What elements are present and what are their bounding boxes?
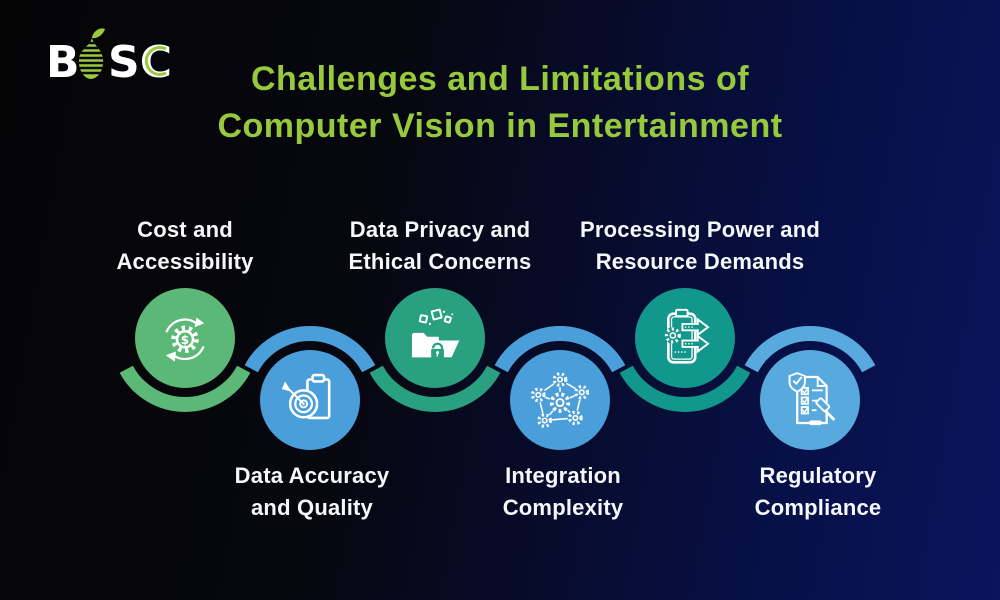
label-privacy: Data Privacy and Ethical Concerns — [290, 214, 590, 278]
logo-c-crescent — [144, 46, 167, 76]
label-integration-line2: Complexity — [502, 495, 624, 520]
wave-arc-accuracy — [244, 326, 376, 373]
title-line-2: Computer Vision in Entertainment — [217, 107, 783, 145]
gear-center — [549, 391, 571, 414]
label-processing-line2: Resource Demands — [595, 249, 805, 274]
wave-arcs — [119, 326, 876, 412]
gear-nodes — [530, 371, 590, 429]
label-regulatory-line2: Compliance — [754, 495, 882, 520]
label-privacy-line1: Data Privacy and — [349, 217, 531, 242]
lock-shackle-icon — [431, 342, 444, 351]
label-integration-line1: Integration — [505, 463, 621, 488]
label-accuracy-line1: Data Accuracy — [234, 463, 390, 488]
label-processing: Processing Power and Resource Demands — [550, 214, 850, 278]
page-title: Challenges and Limitations of Computer V… — [0, 56, 1000, 150]
label-cost-line1: Cost and — [137, 217, 233, 242]
wave-arc-regulatory — [744, 326, 876, 373]
label-accuracy-line2: and Quality — [251, 495, 373, 520]
label-accuracy: Data Accuracy and Quality — [162, 460, 462, 524]
logo-letters-sc: SC — [108, 37, 172, 88]
wave-arc-privacy — [369, 365, 501, 412]
label-integration: Integration Complexity — [413, 460, 713, 524]
circle-processing — [635, 288, 735, 388]
circle-cost — [135, 288, 235, 388]
gavel-icon — [809, 397, 836, 426]
wave-arc-integration — [494, 326, 626, 373]
label-cost: Cost and Accessibility — [35, 214, 335, 278]
wave-arc-processing — [619, 365, 751, 412]
label-privacy-line2: Ethical Concerns — [348, 249, 532, 274]
dollar-glyph: $ — [181, 333, 189, 347]
pear-leaf-icon — [92, 28, 105, 39]
clipboard-gear-arrows-icon — [664, 308, 710, 364]
bosc-logo: B SC — [46, 28, 172, 88]
folder-lock-icon — [411, 308, 460, 359]
target-dart-clipboard-icon — [281, 373, 331, 420]
label-cost-line2: Accessibility — [116, 249, 254, 274]
label-processing-line1: Processing Power and — [580, 217, 820, 242]
wave-arc-cost — [119, 365, 251, 412]
logo-letter-b: B — [46, 37, 80, 88]
label-regulatory: Regulatory Compliance — [668, 460, 968, 524]
title-line-1: Challenges and Limitations of — [250, 60, 750, 98]
checklist-shield-gavel-icon — [788, 372, 836, 426]
gear-network-icon — [530, 371, 590, 429]
label-regulatory-line1: Regulatory — [759, 463, 877, 488]
circle-regulatory — [760, 350, 860, 450]
